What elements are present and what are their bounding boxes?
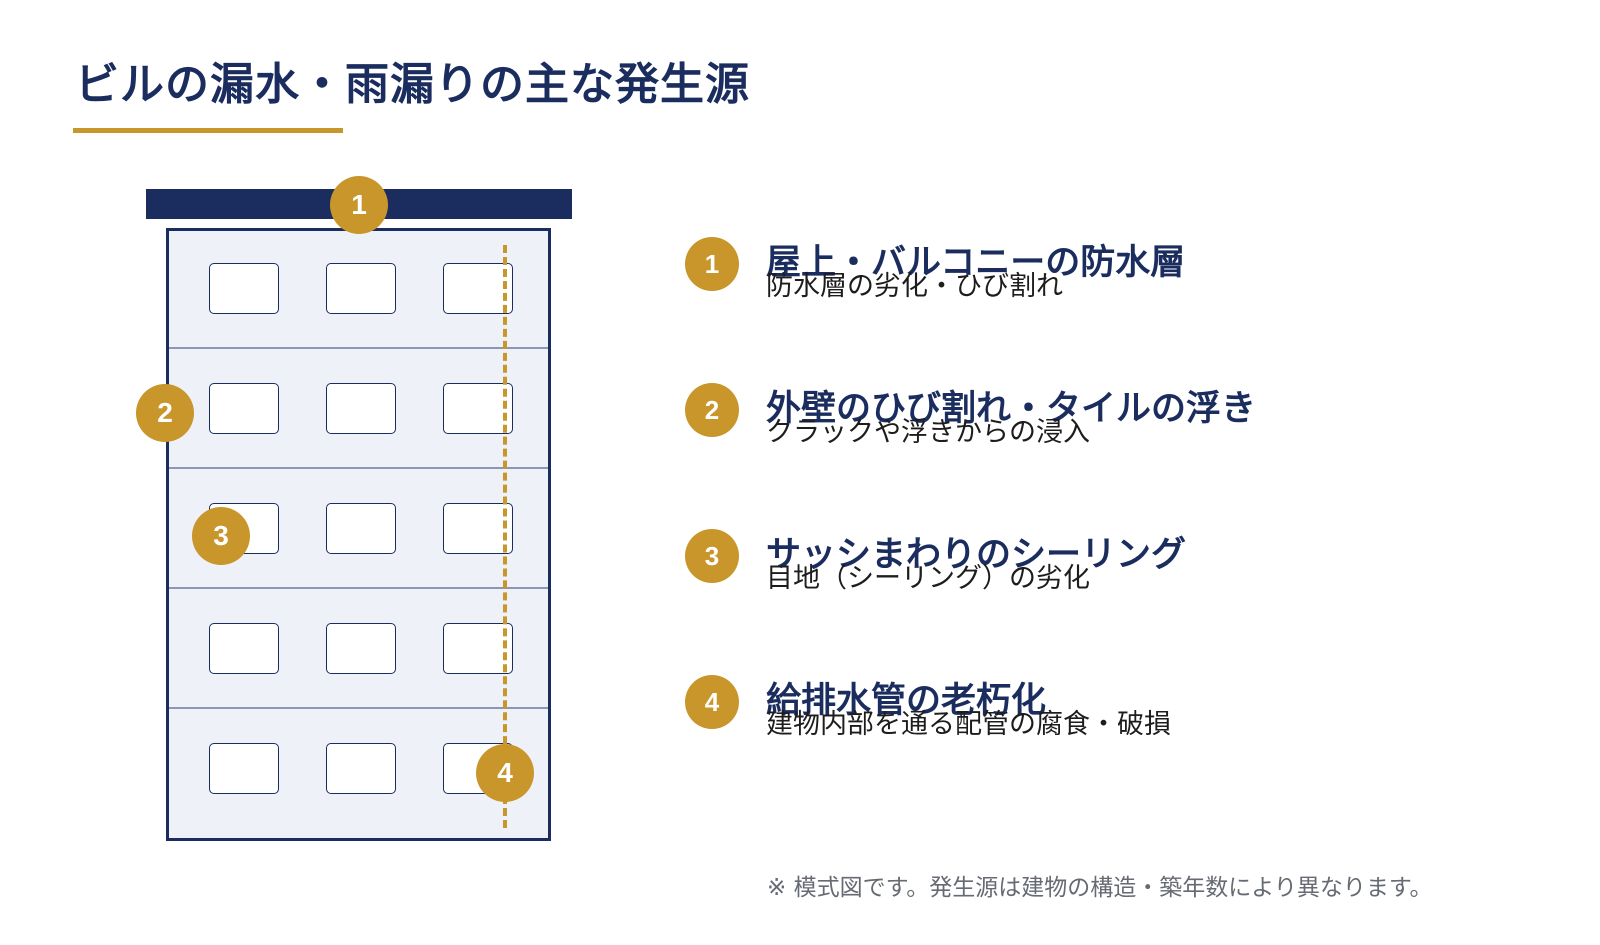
- legend-item-pipe: 4 給排水管の老朽化 建物内部を通る配管の腐食・破損: [685, 672, 1565, 772]
- marker-pipe: 4: [476, 744, 534, 802]
- window: [443, 623, 513, 674]
- floor-line: [169, 707, 548, 709]
- window: [443, 503, 513, 554]
- legend-description: 建物内部を通る配管の腐食・破損: [766, 709, 1171, 740]
- window: [209, 383, 279, 434]
- legend-heading: サッシまわりのシーリング: [766, 535, 1187, 575]
- legend-heading: 給排水管の老朽化: [766, 681, 1047, 721]
- window: [326, 263, 396, 314]
- window: [326, 503, 396, 554]
- legend-description: 目地（シーリング）の劣化: [766, 563, 1090, 594]
- window: [209, 623, 279, 674]
- legend-heading: 外壁のひび割れ・タイルの浮き: [766, 389, 1257, 429]
- water-pipe: [503, 245, 507, 828]
- legend-item-roof: 1 屋上・バルコニーの防水層 防水層の劣化・ひび割れ: [685, 234, 1565, 334]
- window: [209, 263, 279, 314]
- window: [326, 623, 396, 674]
- legend-heading: 屋上・バルコニーの防水層: [766, 243, 1186, 283]
- marker-sash-sealing: 3: [192, 507, 250, 565]
- marker-roof: 1: [330, 176, 388, 234]
- legend-description: 防水層の劣化・ひび割れ: [766, 271, 1063, 302]
- window: [326, 743, 396, 794]
- window: [326, 383, 396, 434]
- number-badge: 4: [685, 675, 739, 729]
- window: [209, 743, 279, 794]
- window: [443, 383, 513, 434]
- marker-exterior-wall: 2: [136, 384, 194, 442]
- floor-line: [169, 587, 548, 589]
- window: [443, 263, 513, 314]
- floor-line: [169, 467, 548, 469]
- title-underline: [73, 128, 343, 133]
- legend-description: クラックや浮きからの浸入: [766, 417, 1090, 448]
- number-badge: 1: [685, 237, 739, 291]
- number-badge: 2: [685, 383, 739, 437]
- legend-item-sash-sealing: 3 サッシまわりのシーリング 目地（シーリング）の劣化: [685, 526, 1565, 626]
- page-title: ビルの漏水・雨漏りの主な発生源: [75, 59, 750, 110]
- building-diagram: 1 2 3 4: [0, 0, 600, 945]
- floor-line: [169, 347, 548, 349]
- legend-item-exterior-wall: 2 外壁のひび割れ・タイルの浮き クラックや浮きからの浸入: [685, 380, 1565, 480]
- footnote: ※ 模式図です。発生源は建物の構造・築年数により異なります。: [767, 875, 1433, 901]
- number-badge: 3: [685, 529, 739, 583]
